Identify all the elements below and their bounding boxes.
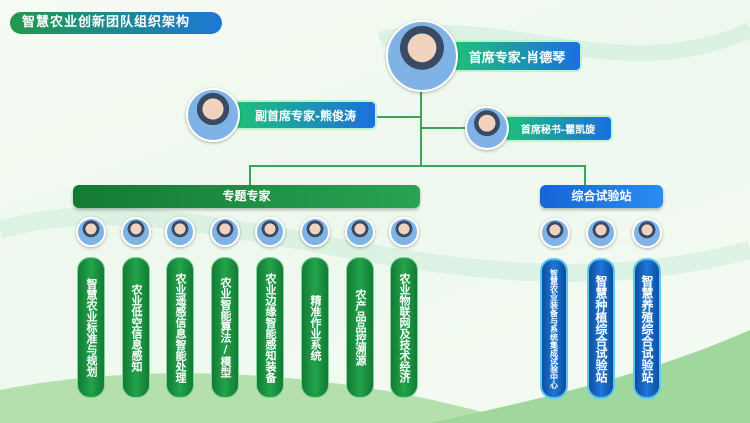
test-station-pill: 智慧农业装备与系统集成试验中心 [540,258,568,399]
station-lead-avatar [586,218,616,248]
expert-avatar [255,217,285,247]
test-station-pill: 智慧种植综合试验站 [587,258,615,399]
expert-avatar [165,217,195,247]
connector-line [249,165,251,185]
connector-line [584,165,586,185]
topic-experts-header: 专题专家 [73,185,420,208]
topic-expert-pill: 农业低空信息感知 [122,257,150,398]
expert-avatar [345,217,375,247]
expert-avatar [300,217,330,247]
background-hill [430,330,750,423]
topic-expert-pill: 智慧农业标准与规划 [77,257,105,398]
expert-avatar [389,217,419,247]
test-stations-header: 综合试验站 [540,185,663,208]
connector-line [249,165,585,167]
vice-chief-expert-label: 副首席专家-熊俊涛 [234,100,377,130]
chief-expert-avatar [386,20,458,92]
expert-avatar [121,217,151,247]
topic-expert-pill: 农业边缘智能感知装备 [256,257,284,398]
secretary-label: 首席秘书-瞿凯旋 [503,115,613,142]
topic-expert-pill: 农产品品控溯源 [346,257,374,398]
background-wave [0,207,750,282]
expert-avatar [76,217,106,247]
topic-expert-pill: 农业遥感信息智能处理 [166,257,194,398]
test-station-pill: 智慧养殖综合试验站 [633,258,661,399]
chief-expert-label: 首席专家-肖德琴 [452,40,582,72]
secretary-avatar [465,106,509,150]
vice-chief-expert-avatar [186,88,240,142]
topic-expert-pill: 农业智能算法/模型 [211,257,239,398]
topic-expert-pill: 精准作业系统 [301,257,329,398]
station-lead-avatar [540,218,570,248]
connector-line [377,116,421,118]
station-lead-avatar [632,218,662,248]
connector-line [421,127,471,129]
expert-avatar [210,217,240,247]
topic-expert-pill: 农业物联网及技术经济 [390,257,418,398]
page-title: 智慧农业创新团队组织架构 [10,12,222,34]
